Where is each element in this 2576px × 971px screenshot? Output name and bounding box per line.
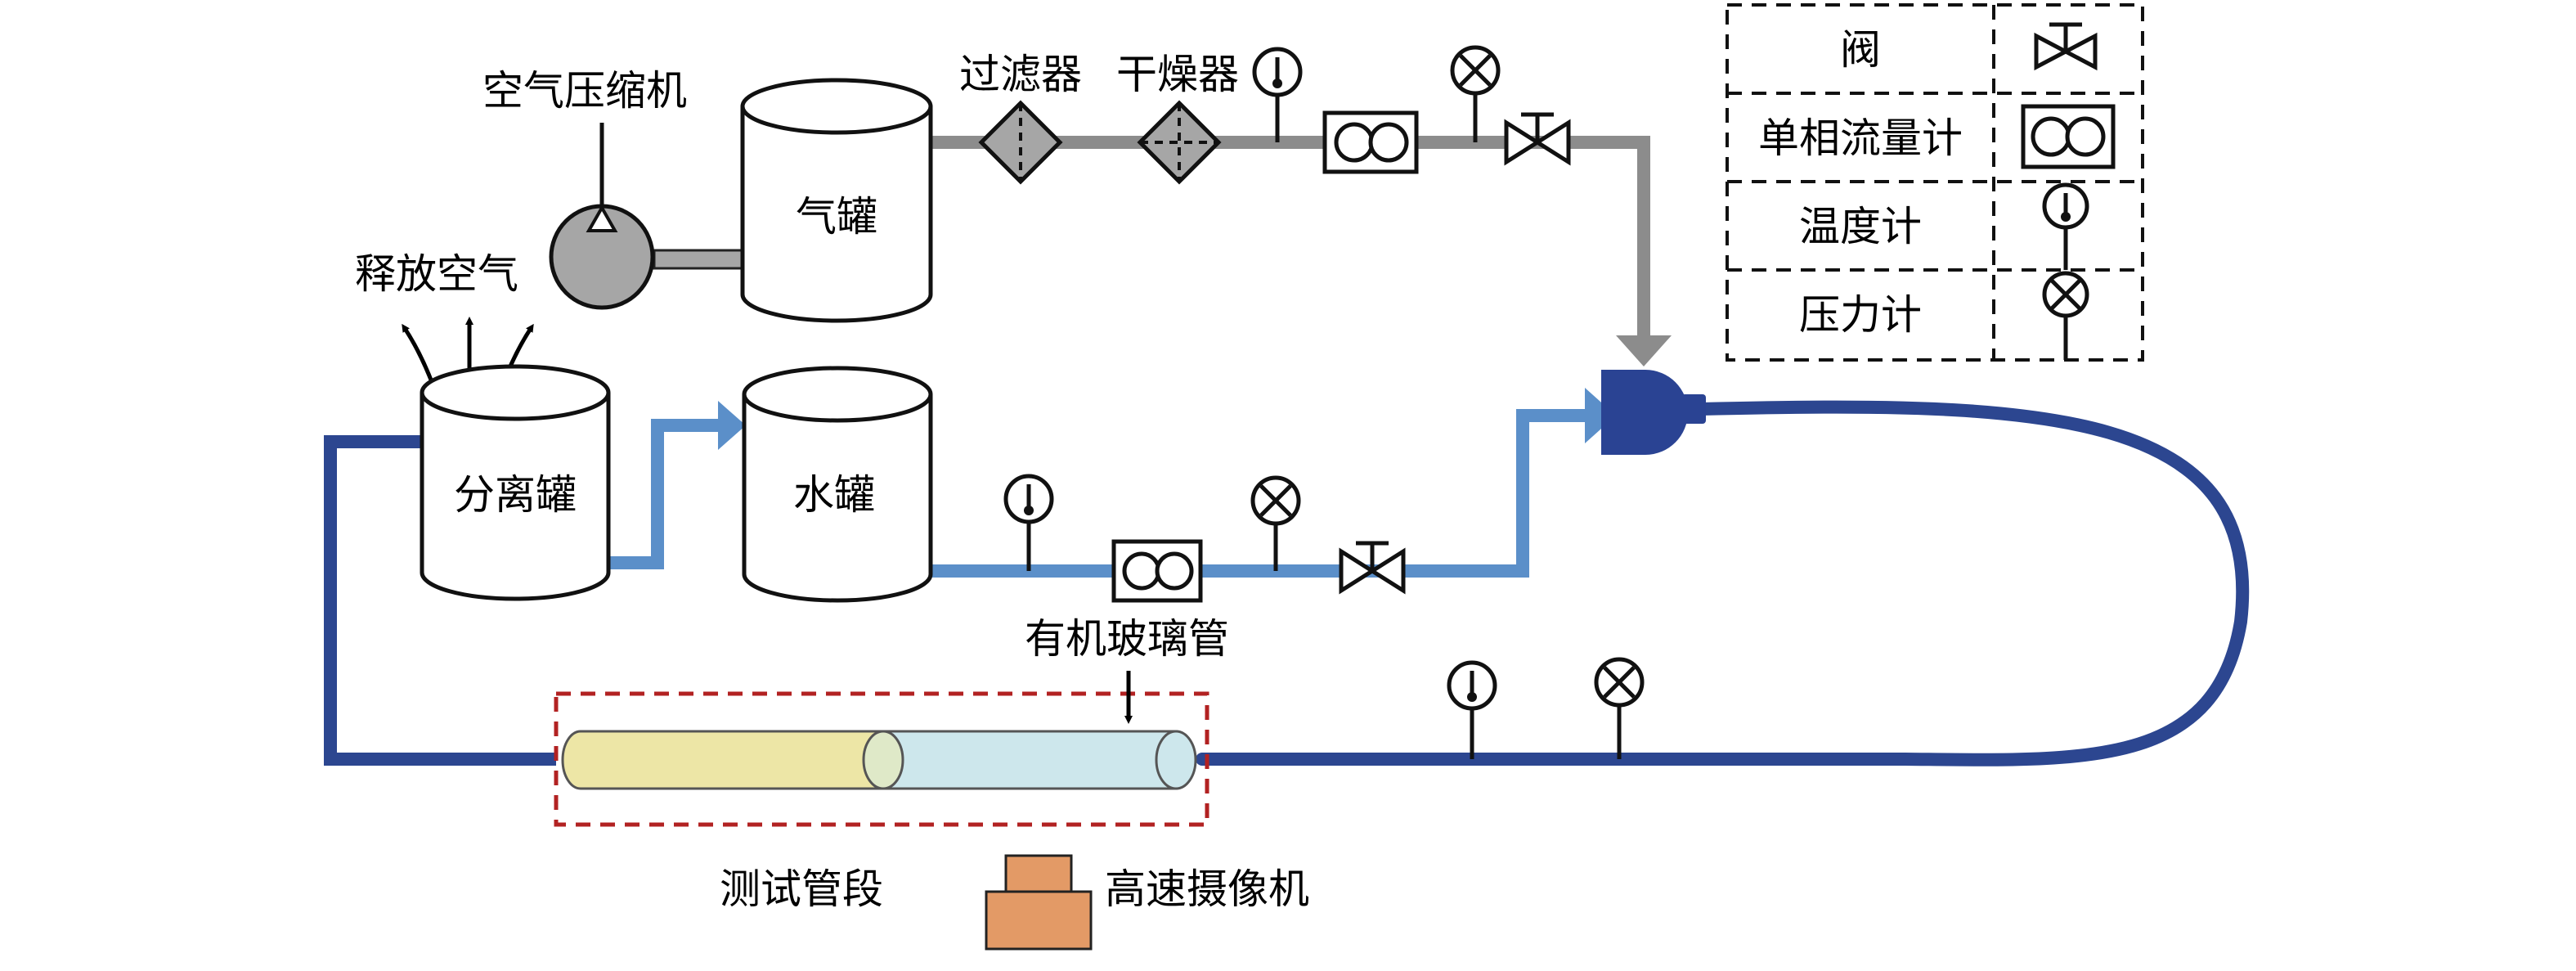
dryer-icon: [1137, 100, 1222, 185]
water-tank-label: 水罐: [793, 471, 875, 519]
separator-label: 分离罐: [454, 471, 577, 519]
water-thermometer-icon: [1003, 474, 1054, 571]
acrylic-pipe-label: 有机玻璃管: [1025, 615, 1229, 663]
water-valve-icon: [1339, 541, 1406, 595]
filter-label: 过滤器: [959, 51, 1082, 98]
legend-pressure-icon: [2042, 271, 2089, 360]
air-arrowhead: [1616, 335, 1672, 366]
mixed-flow-pipe-to-separator: [324, 435, 556, 766]
mixed-flow-loop-pipe: [1196, 400, 2250, 766]
acrylic-pipe: [561, 730, 1197, 790]
release-air-label: 释放空气: [355, 250, 518, 298]
legend-thermometer-icon: [2042, 182, 2089, 270]
return-pressure-gauge-icon: [1594, 657, 1645, 759]
compressor-label: 空气压缩机: [482, 67, 687, 115]
legend-flowmeter-icon: [2021, 104, 2116, 169]
camera-icon: [985, 854, 1093, 951]
legend-flowmeter-label: 单相流量计: [1758, 115, 1963, 162]
legend-thermometer-label: 温度计: [1799, 203, 1922, 250]
air-tank-label: 气罐: [796, 193, 877, 241]
air-valve-icon: [1504, 112, 1571, 166]
water-arrowhead-2: [1585, 388, 1616, 443]
water-tank: [742, 366, 933, 603]
dryer-label: 干燥器: [1116, 51, 1239, 98]
return-thermometer-icon: [1447, 660, 1497, 759]
gas-liquid-mixer: [1601, 370, 1706, 455]
air-flowmeter-icon: [1322, 110, 1419, 174]
legend-valve-icon: [2034, 22, 2098, 71]
compressor-outlet-pipe: [653, 249, 746, 270]
air-compressor: [549, 123, 655, 310]
air-pressure-gauge-icon: [1450, 45, 1501, 142]
legend-pressure-label: 压力计: [1799, 291, 1922, 339]
filter-icon: [978, 100, 1063, 185]
water-pressure-gauge-icon: [1250, 475, 1301, 571]
separator-tank: [420, 364, 611, 601]
air-tank: [740, 78, 933, 323]
water-arrowhead-1: [718, 401, 746, 450]
air-thermometer-icon: [1252, 47, 1303, 142]
legend-valve-label: 阀: [1840, 26, 1881, 74]
water-pipe-separator-to-tank: [605, 419, 720, 569]
test-section-box: [554, 691, 1209, 827]
water-flowmeter-icon: [1111, 539, 1203, 603]
camera-label: 高速摄像机: [1105, 865, 1309, 913]
water-supply-pipe: [932, 409, 1586, 578]
test-section-label: 测试管段: [720, 865, 883, 913]
air-supply-pipe: [932, 136, 1650, 337]
legend: 阀 单相流量计 温度计 压力计: [1726, 3, 2144, 362]
